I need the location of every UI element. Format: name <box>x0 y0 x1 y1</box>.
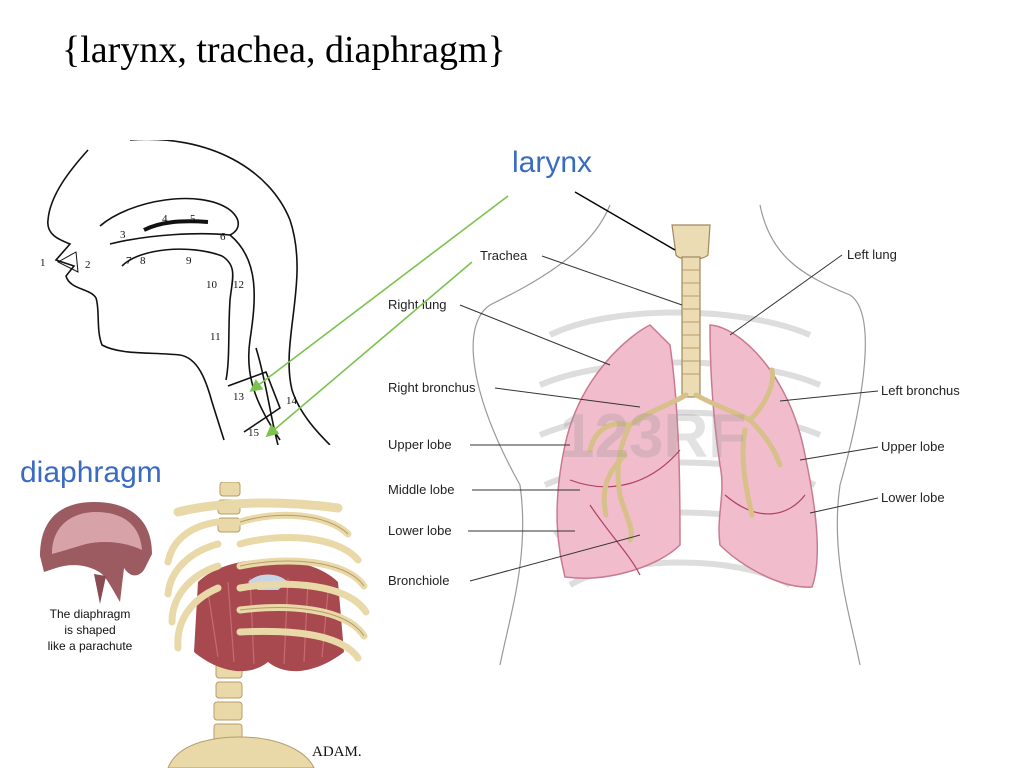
num-11: 11 <box>210 331 221 343</box>
num-2: 2 <box>85 259 91 271</box>
torso-right-outline <box>759 204 866 666</box>
num-8: 8 <box>140 255 146 267</box>
arrow-larynx-to-13 <box>249 195 509 392</box>
larynx-line <box>227 370 281 433</box>
label-right-bronchus: Right bronchus <box>388 380 476 395</box>
arrow-trachea-to-15 <box>265 261 473 438</box>
left-lung <box>709 324 819 588</box>
diaphragm-dome-image <box>40 502 152 604</box>
num-9: 9 <box>186 255 192 267</box>
num-1: 1 <box>40 257 46 269</box>
num-4: 4 <box>162 213 168 225</box>
right-bronchus <box>627 392 689 428</box>
caption-line-3: like a parachute <box>47 639 133 653</box>
tongue-outline <box>121 248 234 381</box>
pharynx-wall <box>229 234 281 441</box>
caption-line-1: The diaphragm <box>49 607 131 621</box>
lip-angle <box>56 251 79 273</box>
label-upper-lobe-left: Upper lobe <box>881 439 945 454</box>
label-lower-lobe-left: Lower lobe <box>881 490 945 505</box>
num-15: 15 <box>248 427 260 439</box>
slide-title: {larynx, trachea, diaphragm} <box>62 29 506 71</box>
label-trachea: Trachea <box>480 248 528 263</box>
label-middle-lobe: Middle lobe <box>388 482 455 497</box>
num-6: 6 <box>220 231 226 243</box>
palate-bold <box>143 219 209 232</box>
label-upper-lobe-right: Upper lobe <box>388 437 452 452</box>
ribcage-diaphragm-image <box>158 482 388 768</box>
num-7: 7 <box>126 255 132 267</box>
label-bronchiole: Bronchiole <box>388 573 449 588</box>
watermark-123rf: 123RF <box>560 402 746 471</box>
num-5: 5 <box>190 213 196 225</box>
num-12: 12 <box>233 279 244 291</box>
torso-left-outline <box>472 204 611 666</box>
caption-line-2: is shaped <box>64 623 116 637</box>
diaphragm-caption: The diaphragm is shaped like a parachute <box>28 606 152 654</box>
left-bronchus <box>693 392 753 423</box>
nasal-cavity <box>99 197 240 245</box>
label-right-lung: Right lung <box>388 297 447 312</box>
back-of-neck <box>130 140 331 445</box>
head-sagittal-diagram: 1 2 3 4 5 6 7 8 9 10 11 12 13 14 15 <box>40 140 331 445</box>
head-outline <box>47 149 225 441</box>
trachea <box>681 256 701 398</box>
label-left-lung: Left lung <box>847 247 897 262</box>
label-lower-lobe-right: Lower lobe <box>388 523 452 538</box>
larynx-pointer <box>574 191 676 251</box>
lung-diagram: 123RF Trachea Right lung Right bronchus … <box>388 204 960 666</box>
label-left-bronchus: Left bronchus <box>881 383 960 398</box>
callout-diaphragm: diaphragm <box>20 456 162 489</box>
num-13: 13 <box>233 391 245 403</box>
adam-credit: ADAM. <box>312 744 362 760</box>
num-14: 14 <box>286 395 298 407</box>
callout-larynx: larynx <box>512 146 593 179</box>
num-3: 3 <box>120 229 126 241</box>
num-10: 10 <box>206 279 218 291</box>
